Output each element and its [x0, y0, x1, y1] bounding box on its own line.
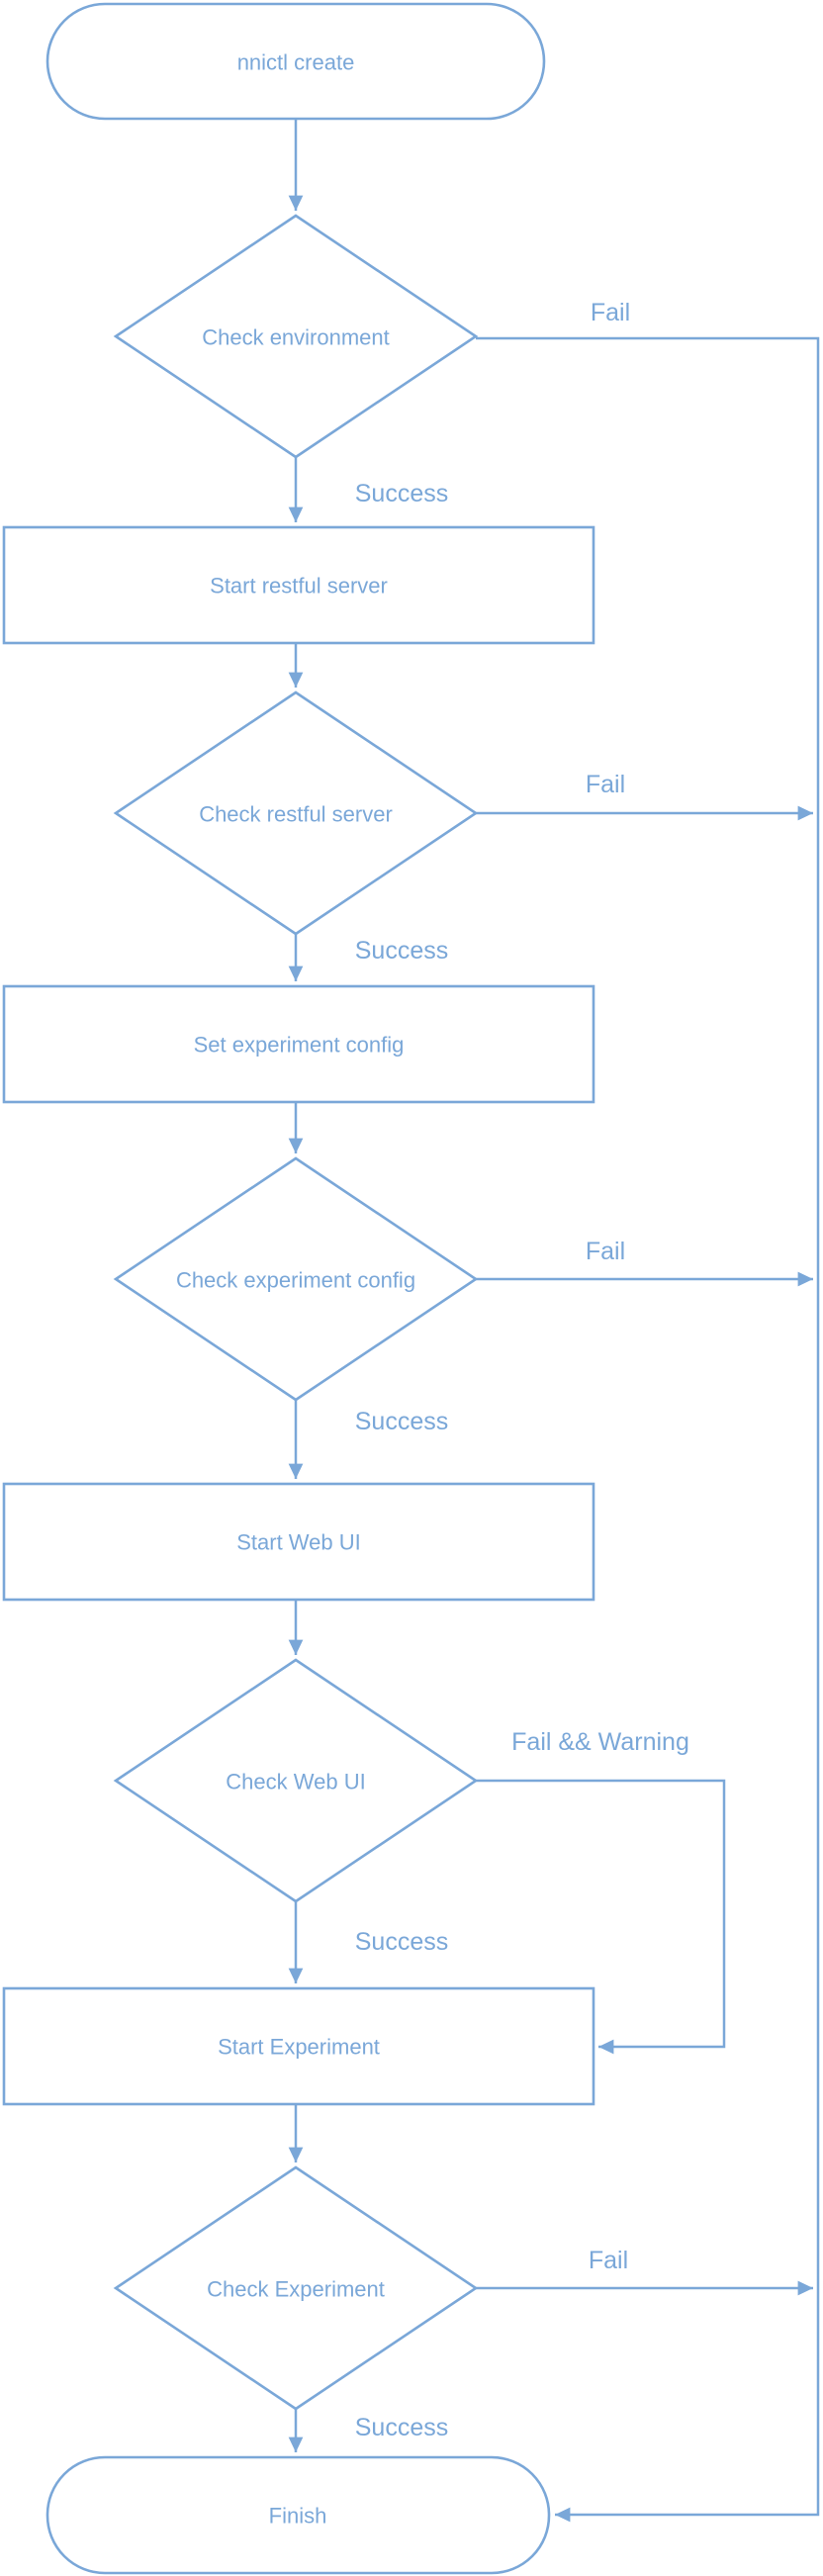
- node-start-terminator: [46, 2, 546, 121]
- edge-label-success-5: Success: [355, 2414, 448, 2441]
- edge-check-web-ui-fail-warning-loop: [476, 1779, 726, 2055]
- edge-label-fail-1: Fail: [591, 299, 630, 326]
- node-check-experiment-config-label: Check experiment config: [176, 1268, 415, 1293]
- edge-label-fail-5: Fail: [589, 2247, 628, 2274]
- nodes: nnictl create Check environment Start re…: [2, 2, 595, 2575]
- node-start-experiment-box: [2, 1986, 595, 2106]
- node-start-restful-server-box: [2, 525, 595, 645]
- node-set-experiment-config-box: [2, 984, 595, 1104]
- node-check-environment-diamond: [113, 214, 479, 459]
- node-finish-terminator: [46, 2455, 551, 2575]
- node-start-web-ui-box: [2, 1482, 595, 1602]
- node-check-experiment-config-diamond: [113, 1156, 479, 1402]
- edge-label-fail-2: Fail: [586, 771, 625, 798]
- edge-labels: Fail Success Fail Success Fail Success F…: [355, 299, 689, 2441]
- node-check-experiment-label: Check Experiment: [207, 2277, 385, 2302]
- edges: [288, 119, 820, 2523]
- node-finish-label: Finish: [269, 2504, 327, 2529]
- node-check-restful-server-diamond: [113, 690, 479, 936]
- edge-label-fail-warning: Fail && Warning: [511, 1728, 689, 1756]
- node-check-web-ui-label: Check Web UI: [226, 1770, 365, 1794]
- node-start-web-ui-label: Start Web UI: [236, 1530, 361, 1555]
- node-set-experiment-config-label: Set experiment config: [194, 1033, 405, 1058]
- edge-label-success-3: Success: [355, 1408, 448, 1435]
- edge-label-success-4: Success: [355, 1928, 448, 1956]
- edge-label-success-2: Success: [355, 937, 448, 965]
- node-check-web-ui-diamond: [113, 1658, 479, 1903]
- node-check-restful-server-label: Check restful server: [199, 802, 393, 827]
- node-start-label: nnictl create: [237, 50, 355, 75]
- node-start-restful-server-label: Start restful server: [210, 574, 388, 598]
- edge-label-fail-3: Fail: [586, 1238, 625, 1265]
- edge-check-environment-fail-rail: [476, 336, 820, 2523]
- node-check-environment-label: Check environment: [202, 325, 390, 350]
- node-check-experiment-diamond: [113, 2165, 479, 2411]
- node-start-experiment-label: Start Experiment: [218, 2035, 380, 2060]
- edge-label-success-1: Success: [355, 480, 448, 507]
